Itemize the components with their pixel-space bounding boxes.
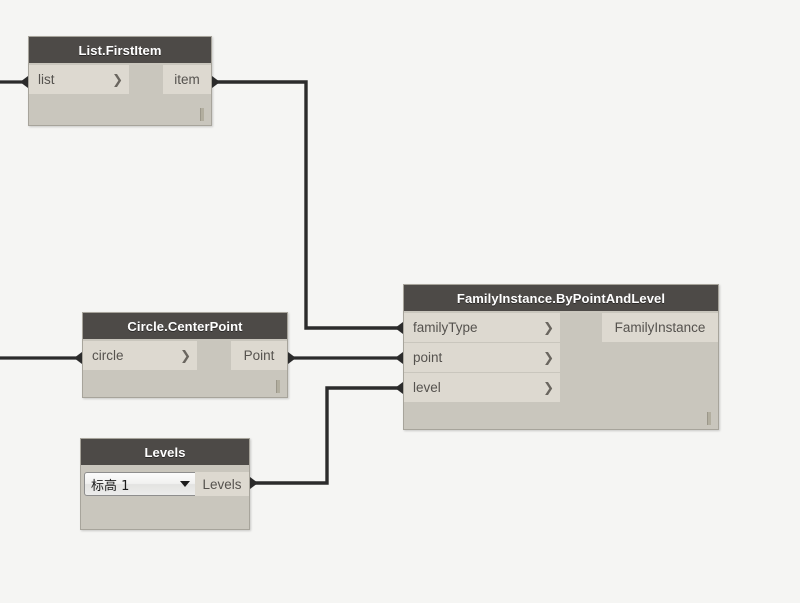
chevron-right-icon: ❯ bbox=[112, 72, 123, 87]
node-body: 标高 1 Levels bbox=[81, 465, 249, 529]
node-body: familyType ❯ point ❯ level ❯ FamilyInsta… bbox=[404, 311, 718, 429]
output-port-label: item bbox=[174, 72, 200, 87]
node-body: list ❯ item bbox=[29, 63, 211, 125]
chevron-right-icon: ❯ bbox=[543, 320, 554, 335]
connector-triangle-list bbox=[20, 76, 28, 88]
chevron-right-icon: ❯ bbox=[543, 380, 554, 395]
input-port-label: familyType bbox=[413, 320, 478, 335]
input-port-label: circle bbox=[92, 348, 124, 363]
connector-triangle-point bbox=[395, 352, 403, 364]
input-port-label: level bbox=[413, 380, 441, 395]
chevron-right-icon: ❯ bbox=[180, 348, 191, 363]
chevron-right-icon: ❯ bbox=[543, 350, 554, 365]
output-port-familyinstance[interactable]: FamilyInstance bbox=[602, 313, 718, 342]
connector-triangle-point bbox=[288, 352, 296, 364]
node-title: FamilyInstance.ByPointAndLevel bbox=[404, 285, 718, 311]
input-port-list[interactable]: list ❯ bbox=[29, 65, 129, 94]
wire-item-to-familytype bbox=[214, 80, 401, 330]
connector-triangle-level bbox=[395, 382, 403, 394]
connector-triangle-circle bbox=[74, 352, 82, 364]
input-port-familytype[interactable]: familyType ❯ bbox=[404, 313, 560, 342]
output-port-levels[interactable]: Levels bbox=[195, 472, 249, 496]
node-body: circle ❯ Point bbox=[83, 339, 287, 397]
node-list-first-item[interactable]: List.FirstItem list ❯ item bbox=[28, 36, 212, 126]
node-resize-grip[interactable] bbox=[276, 380, 280, 393]
node-circle-center-point[interactable]: Circle.CenterPoint circle ❯ Point bbox=[82, 312, 288, 398]
node-title: List.FirstItem bbox=[29, 37, 211, 63]
node-levels[interactable]: Levels 标高 1 Levels bbox=[80, 438, 250, 530]
input-port-label: point bbox=[413, 350, 443, 365]
connector-triangle-levels bbox=[250, 477, 258, 489]
input-port-circle[interactable]: circle ❯ bbox=[83, 341, 197, 370]
connector-triangle-item bbox=[212, 76, 220, 88]
output-port-label: Point bbox=[243, 348, 275, 363]
input-port-point[interactable]: point ❯ bbox=[404, 343, 560, 372]
node-title: Levels bbox=[81, 439, 249, 465]
node-title: Circle.CenterPoint bbox=[83, 313, 287, 339]
input-port-label: list bbox=[38, 72, 55, 87]
connector-triangle-familytype bbox=[395, 322, 403, 334]
node-family-instance-by-point-and-level[interactable]: FamilyInstance.ByPointAndLevel familyTyp… bbox=[403, 284, 719, 430]
output-port-point[interactable]: Point bbox=[231, 341, 287, 370]
wire-levels-to-level bbox=[252, 386, 401, 485]
input-port-level[interactable]: level ❯ bbox=[404, 373, 560, 402]
output-port-item[interactable]: item bbox=[163, 65, 211, 94]
node-resize-grip[interactable] bbox=[200, 108, 204, 121]
output-port-label: FamilyInstance bbox=[614, 320, 706, 335]
chevron-down-icon bbox=[180, 481, 190, 487]
output-port-label: Levels bbox=[202, 476, 242, 492]
levels-dropdown[interactable]: 标高 1 bbox=[84, 472, 198, 496]
levels-dropdown-value: 标高 1 bbox=[91, 478, 130, 494]
node-resize-grip[interactable] bbox=[707, 412, 711, 425]
